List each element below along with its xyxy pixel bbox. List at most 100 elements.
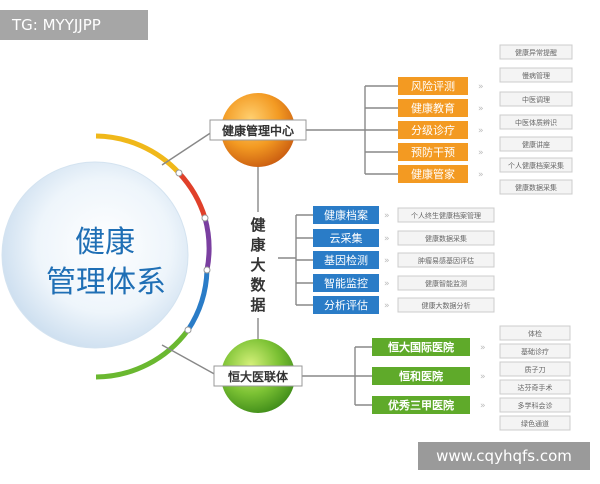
detail-box: [499, 415, 571, 431]
middle-arrows: » » » » »: [384, 211, 390, 311]
bottom-branch-label: 优秀三甲医院: [388, 398, 454, 412]
detail-label: 多学科会诊: [518, 401, 553, 410]
center-circle: [1, 161, 189, 349]
bottom-branch-label: 恒和医院: [399, 369, 443, 383]
detail-label: 慢病管理: [522, 71, 550, 80]
hub-bottom-label[interactable]: 恒大医联体: [228, 369, 289, 384]
top-branch-button[interactable]: [398, 165, 468, 183]
chevron-right-icon: »: [384, 301, 390, 311]
big-data-label: 健 康 大 数 据: [250, 216, 266, 314]
bottom-arrows: » » »: [480, 343, 486, 411]
detail-label: 中医体质辨识: [515, 118, 557, 127]
top-branches: 风险评测 健康教育 分级诊疗 预防干预 健康管家: [398, 77, 468, 183]
detail-box: [499, 67, 573, 83]
detail-box: [397, 275, 495, 291]
big-data-char: 大: [250, 256, 265, 274]
detail-box: [499, 91, 573, 107]
detail-box: [499, 179, 573, 195]
top-branch-button[interactable]: [398, 143, 468, 161]
detail-label: 质子刀: [525, 365, 546, 374]
big-data-char: 康: [250, 236, 266, 254]
detail-box: [499, 325, 571, 341]
top-branch-button[interactable]: [398, 99, 468, 117]
detail-label: 健康数据采集: [425, 234, 467, 243]
hub-top-label-box: [209, 119, 307, 141]
detail-box: [499, 44, 573, 60]
chevron-right-icon: »: [478, 126, 484, 136]
center-title-line2: 管理体系: [46, 265, 166, 300]
detail-label: 个人健康档案采集: [508, 161, 564, 170]
chevron-right-icon: »: [384, 234, 390, 244]
detail-box: [499, 343, 571, 359]
bottom-branch-button[interactable]: [372, 367, 470, 385]
top-branch-label: 分级诊疗: [411, 123, 455, 137]
chevron-right-icon: »: [478, 82, 484, 92]
top-branch-label: 风险评测: [411, 79, 455, 93]
bottom-branches: 恒大国际医院 恒和医院 优秀三甲医院: [372, 338, 470, 414]
top-branch-label: 健康管家: [411, 167, 455, 181]
middle-branch-label: 云采集: [330, 231, 363, 245]
watermark-top: TG: MYYJJPP: [0, 10, 148, 40]
middle-branch-button[interactable]: [313, 274, 379, 292]
detail-label: 达芬奇手术: [518, 383, 553, 392]
bottom-branch-button[interactable]: [372, 396, 470, 414]
detail-box: [499, 397, 571, 413]
middle-branch-label: 分析评估: [324, 298, 368, 312]
detail-label: 基础诊疗: [521, 347, 549, 356]
chevron-right-icon: »: [478, 170, 484, 180]
detail-label: 中医调理: [522, 95, 550, 104]
middle-branch-label: 健康档案: [324, 208, 368, 222]
middle-branch-button[interactable]: [313, 296, 379, 314]
detail-label: 健康异常提醒: [515, 48, 557, 57]
detail-label: 绿色通道: [521, 419, 549, 428]
middle-details: 个人终生健康档案管理 健康数据采集 肿瘤易感基因评估 健康智能监测 健康大数据分…: [397, 207, 495, 313]
big-data-box: [240, 212, 276, 318]
middle-branch-button[interactable]: [313, 229, 379, 247]
detail-label: 体检: [528, 329, 542, 338]
chevron-right-icon: »: [384, 279, 390, 289]
detail-box: [397, 207, 495, 223]
detail-box: [499, 157, 573, 173]
big-data-char: 健: [250, 216, 265, 234]
detail-label: 健康数据采集: [515, 183, 557, 192]
chevron-right-icon: »: [480, 372, 486, 382]
big-data-char: 数: [250, 276, 266, 294]
chevron-right-icon: »: [384, 256, 390, 266]
detail-label: 个人终生健康档案管理: [411, 211, 481, 220]
detail-box: [499, 136, 573, 152]
middle-branch-label: 基因检测: [324, 253, 368, 267]
top-branch-button[interactable]: [398, 77, 468, 95]
bottom-branch-button[interactable]: [372, 338, 470, 356]
detail-box: [499, 114, 573, 130]
chevron-right-icon: »: [480, 401, 486, 411]
chevron-right-icon: »: [384, 211, 390, 221]
top-branch-button[interactable]: [398, 121, 468, 139]
middle-branch-button[interactable]: [313, 206, 379, 224]
chevron-right-icon: »: [480, 343, 486, 353]
detail-label: 健康智能监测: [425, 279, 467, 288]
middle-branch-label: 智能监控: [324, 276, 368, 290]
big-data-char: 据: [250, 296, 265, 314]
middle-branch-button[interactable]: [313, 251, 379, 269]
top-details: 健康异常提醒 慢病管理 中医调理 中医体质辨识 健康讲座 个人健康档案采集 健康…: [499, 44, 573, 195]
detail-box: [499, 361, 571, 377]
detail-box: [397, 230, 495, 246]
top-arrows: » » » » »: [478, 82, 484, 180]
detail-label: 健康大数据分析: [422, 301, 471, 310]
hub-bottom-label-box: [213, 365, 303, 387]
hub-top-label[interactable]: 健康管理中心: [222, 123, 294, 138]
detail-label: 肿瘤易感基因评估: [418, 256, 474, 265]
bottom-branch-label: 恒大国际医院: [388, 340, 454, 354]
chevron-right-icon: »: [478, 104, 484, 114]
detail-box: [397, 252, 495, 268]
top-branch-label: 健康教育: [411, 101, 455, 115]
arc-dots: [175, 169, 211, 334]
watermark-bottom: www.cqyhqfs.com: [418, 442, 590, 470]
center-title-line1: 健康: [75, 225, 135, 260]
detail-box: [397, 297, 495, 313]
bottom-details: 体检 基础诊疗 质子刀 达芬奇手术 多学科会诊 绿色通道: [499, 325, 571, 431]
detail-label: 健康讲座: [522, 140, 550, 149]
chevron-right-icon: »: [478, 148, 484, 158]
